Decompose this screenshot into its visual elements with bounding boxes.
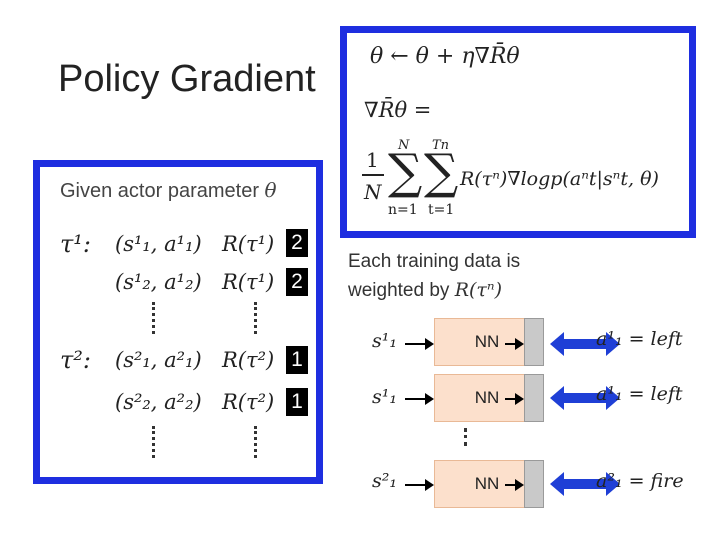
ellipsis-dots — [254, 302, 257, 334]
gradient-term: R(τⁿ)∇logp(aⁿt|sⁿt, θ) — [460, 168, 659, 190]
input-arrow-head — [425, 338, 434, 350]
state-action-pair: (s¹₂, a¹₂) — [115, 270, 202, 294]
note-line-1: Each training data is — [348, 251, 521, 272]
input-arrow-head — [425, 479, 434, 491]
output-arrow-line — [505, 343, 519, 345]
gradient-lhs: ∇R̄θ = — [364, 98, 432, 122]
output-layer-box — [524, 460, 544, 508]
state-action-pair: (s¹₁, a¹₁) — [115, 232, 202, 256]
reward-term: R(τ²) — [222, 390, 275, 414]
input-arrow-head — [425, 393, 434, 405]
output-layer-box — [524, 374, 544, 422]
sum-lower-limit: n=1 — [388, 202, 418, 218]
state-action-pair: (s²₁, a²₁) — [115, 348, 202, 372]
sum-symbol: ∑ — [388, 144, 423, 200]
slide-title: Policy Gradient — [58, 58, 316, 100]
trajectory-label-2: τ²: — [60, 346, 91, 374]
trajectory-box — [33, 160, 323, 484]
ellipsis-dots — [464, 428, 467, 446]
header-text: Given actor parameter — [60, 180, 259, 202]
double-arrow-icon — [550, 386, 620, 410]
input-arrow-line — [405, 343, 427, 345]
sum-upper-limit: Tn — [432, 138, 450, 153]
output-arrow-line — [505, 484, 519, 486]
weighting-note: Each training data is weighted by R(τⁿ) — [348, 248, 520, 305]
reward-badge: 2 — [286, 229, 308, 257]
note-expression: R(τⁿ) — [454, 279, 503, 301]
state-input: s²₁ — [372, 470, 397, 492]
sum-lower-limit: t=1 — [428, 202, 455, 218]
action-target: a¹₁ = left — [596, 383, 683, 405]
reward-term: R(τ¹) — [222, 270, 275, 294]
output-arrow-head — [515, 338, 524, 350]
fraction-numerator: 1 — [366, 148, 379, 172]
ellipsis-dots — [254, 426, 257, 458]
output-layer-box — [524, 318, 544, 366]
actor-parameter-header: Given actor parameter θ — [60, 178, 277, 203]
double-arrow-icon — [550, 332, 620, 356]
double-arrow-icon — [550, 472, 620, 496]
output-arrow-line — [505, 398, 519, 400]
ellipsis-dots — [152, 302, 155, 334]
input-arrow-line — [405, 484, 427, 486]
reward-badge: 2 — [286, 268, 308, 296]
reward-badge: 1 — [286, 346, 308, 374]
action-target: a¹₁ = left — [596, 328, 683, 350]
reward-badge: 1 — [286, 388, 308, 416]
fraction-denominator: N — [364, 180, 382, 204]
output-arrow-head — [515, 479, 524, 491]
reward-term: R(τ¹) — [222, 232, 275, 256]
trajectory-label-1: τ¹: — [60, 230, 91, 258]
sum-upper-limit: N — [398, 138, 410, 153]
note-prefix: weighted by — [348, 280, 450, 301]
fraction-bar — [362, 174, 384, 176]
update-rule: θ ← θ + η∇R̄θ — [370, 44, 520, 69]
state-action-pair: (s²₂, a²₂) — [115, 390, 202, 414]
ellipsis-dots — [152, 426, 155, 458]
reward-term: R(τ²) — [222, 348, 275, 372]
sum-symbol: ∑ — [424, 144, 459, 200]
theta-symbol: θ — [264, 178, 277, 202]
output-arrow-head — [515, 393, 524, 405]
state-input: s¹₁ — [372, 330, 397, 352]
note-line-2: weighted by R(τⁿ) — [348, 276, 520, 305]
input-arrow-line — [405, 398, 427, 400]
state-input: s¹₁ — [372, 386, 397, 408]
action-target: a²₁ = fire — [596, 470, 684, 492]
formula-box — [340, 26, 696, 238]
